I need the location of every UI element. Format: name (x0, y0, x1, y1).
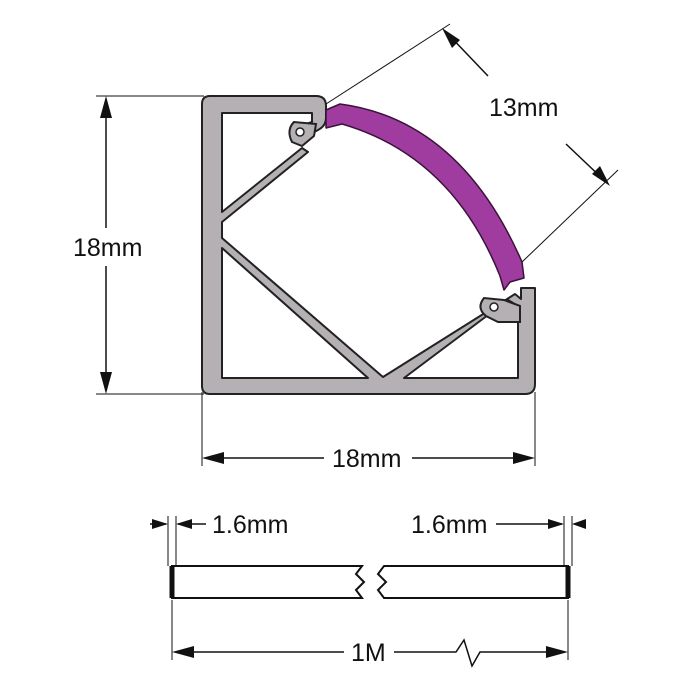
arrow-right-icon (546, 646, 568, 658)
right-thickness-dimension: 1.6mm (411, 511, 586, 566)
aluminium-profile (201, 95, 536, 395)
length-label: 1M (351, 639, 386, 667)
arrow-left-icon (202, 452, 224, 464)
arrow-right-icon (548, 519, 564, 529)
right-thickness-label: 1.6mm (411, 511, 487, 539)
diffuser-dimension: 13mm (325, 23, 619, 263)
arrow-diag-up-icon (442, 28, 460, 48)
diffuser-cover (325, 103, 525, 291)
arrow-right-icon (152, 519, 168, 529)
strip-left-segment (171, 565, 366, 599)
break-mark-icon (394, 638, 564, 668)
arrow-left-icon (172, 646, 194, 658)
left-thickness-dimension: 1.6mm (150, 511, 288, 566)
upper-clip-hole (295, 127, 305, 137)
strip-side-view (169, 565, 571, 599)
arrow-left-icon (572, 519, 586, 529)
diffuser-label: 13mm (489, 94, 558, 122)
arrow-right-icon (513, 452, 535, 464)
width-label: 18mm (332, 445, 401, 473)
lower-clip-hole (489, 302, 499, 312)
height-dimension: 18mm (73, 95, 204, 395)
arrow-down-icon (100, 372, 112, 394)
height-label: 18mm (73, 234, 142, 262)
arrow-up-icon (100, 96, 112, 118)
arrow-left-icon (176, 519, 192, 529)
arrow-diag-down-icon (592, 166, 610, 186)
width-dimension: 18mm (201, 392, 536, 473)
strip-right-segment (376, 565, 569, 599)
length-dimension: 1M (171, 600, 569, 668)
left-thickness-label: 1.6mm (212, 511, 288, 539)
